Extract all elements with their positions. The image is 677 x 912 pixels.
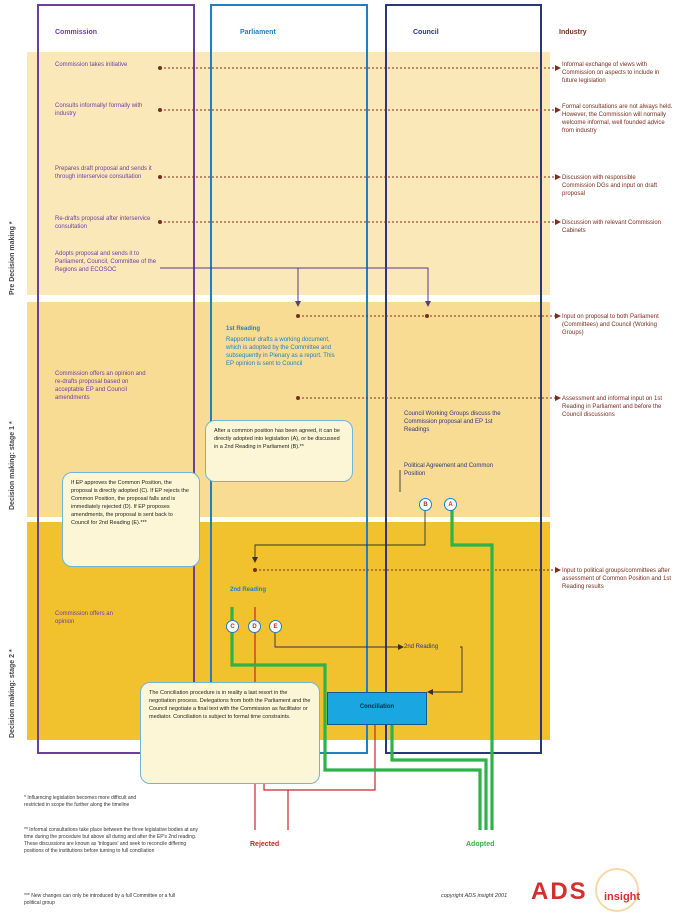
outcome-marker-d: D [248,620,261,633]
pre-decision-band [27,52,550,295]
ep-approval-bubble: If EP approves the Common Position, the … [62,472,200,567]
conciliation-bubble: The Conciliation procedure is in reality… [140,682,320,784]
logo-circle [595,868,639,912]
industry-note-6: Assessment and informal input on 1st Rea… [562,396,663,418]
rejected-label: Rejected [250,841,280,848]
council-column [385,4,542,754]
adopted-label: Adopted [466,841,495,848]
commission-step-redraft: Re-drafts proposal after interservice co… [55,216,151,230]
logo-ads: ADS [531,878,588,905]
industry-heading: Industry [559,29,587,36]
copyright-note: copyright ADS insight 2001 [441,893,508,899]
industry-note-2: Formal consultations are not always held… [562,104,673,134]
commission-heading: Commission [55,29,98,36]
commission-step-initiative: Commission takes initiative [55,62,128,68]
commission-step-opinion-1: Commission offers an opinion and re-draf… [55,371,146,401]
outcome-marker-c: C [226,620,239,633]
conciliation-box [327,692,427,725]
parliament-first-reading-title: 1st Reading [226,326,261,332]
parliament-heading: Parliament [240,29,276,36]
industry-note-3: Discussion with responsible Commission D… [562,175,658,197]
industry-note-4: Discussion with relevant Commission Cabi… [562,220,662,234]
industry-note-5: Input on proposal to both Parliament (Co… [562,314,659,336]
footnote-3: *** New changes can only be introduced b… [24,893,176,906]
council-second-reading: 2nd Reading [404,644,439,650]
commission-step-opinion-2: Commission offers an opinion [55,611,113,625]
industry-note-7: Input to political groups/committees aft… [562,568,672,590]
common-position-bubble: After a common position has been agreed,… [205,420,353,482]
outcome-marker-e: E [269,620,282,633]
conciliation-label: Conciliation [359,704,395,710]
industry-note-1: Informal exchange of views with Commissi… [562,62,660,84]
commission-step-adopt: Adopts proposal and sends it to Parliame… [55,251,157,273]
parliament-second-reading: 2nd Reading [230,587,267,593]
logo-insight: insight [604,891,641,903]
outcome-marker-a: A [444,498,457,511]
council-heading: Council [413,29,439,36]
commission-step-consults: Consults informally/ formally with indus… [55,103,143,117]
commission-column [37,4,195,754]
parliament-first-reading-body: Rapporteur drafts a working document, wh… [226,337,335,367]
council-working-groups: Council Working Groups discuss the Commi… [404,411,501,433]
council-political-agreement: Political Agreement and Common Position [404,463,494,477]
footnote-1: * Influencing legislation becomes more d… [24,795,137,808]
commission-step-draft: Prepares draft proposal and sends it thr… [55,166,152,180]
footnote-2: ** Informal consultations take place bet… [24,827,198,854]
outcome-marker-b: B [419,498,432,511]
